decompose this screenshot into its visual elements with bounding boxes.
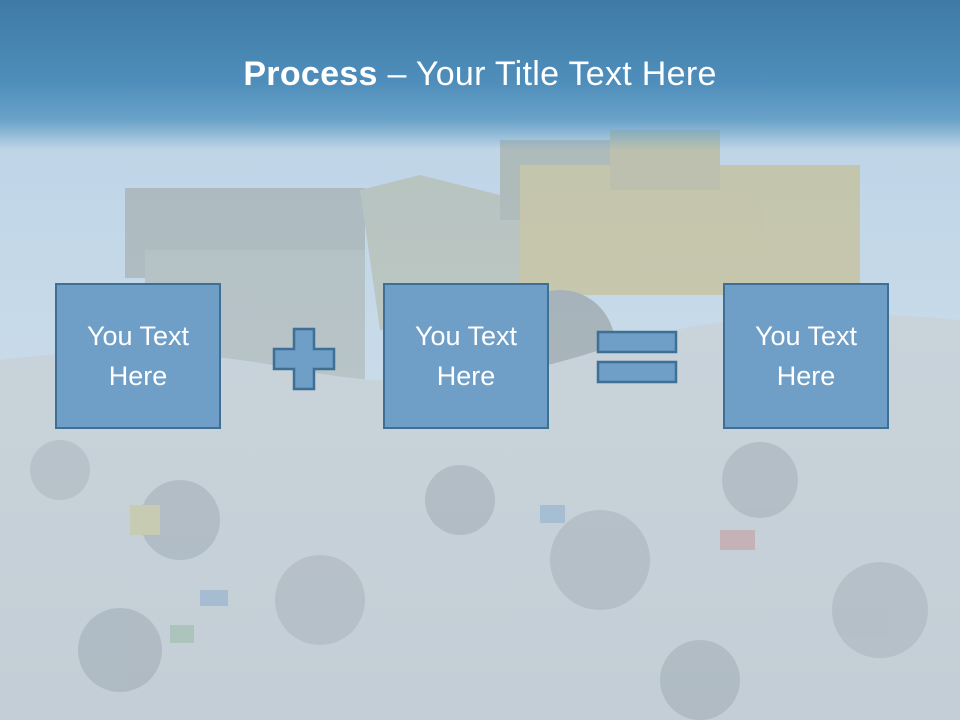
process-box-1-text: You Text Here xyxy=(86,321,190,391)
plus-icon xyxy=(272,327,336,391)
process-box-1[interactable]: You Text Here xyxy=(55,283,221,429)
process-box-2-text: You Text Here xyxy=(414,321,518,391)
slide-title: Process – Your Title Text Here xyxy=(0,52,960,96)
title-rest: – Your Title Text Here xyxy=(377,55,717,93)
process-box-3-text: You Text Here xyxy=(754,321,858,391)
process-box-3[interactable]: You Text Here xyxy=(723,283,889,429)
process-box-2[interactable]: You Text Here xyxy=(383,283,549,429)
title-bold: Process xyxy=(243,55,378,93)
title-bar xyxy=(0,0,960,150)
equals-icon xyxy=(596,330,678,384)
